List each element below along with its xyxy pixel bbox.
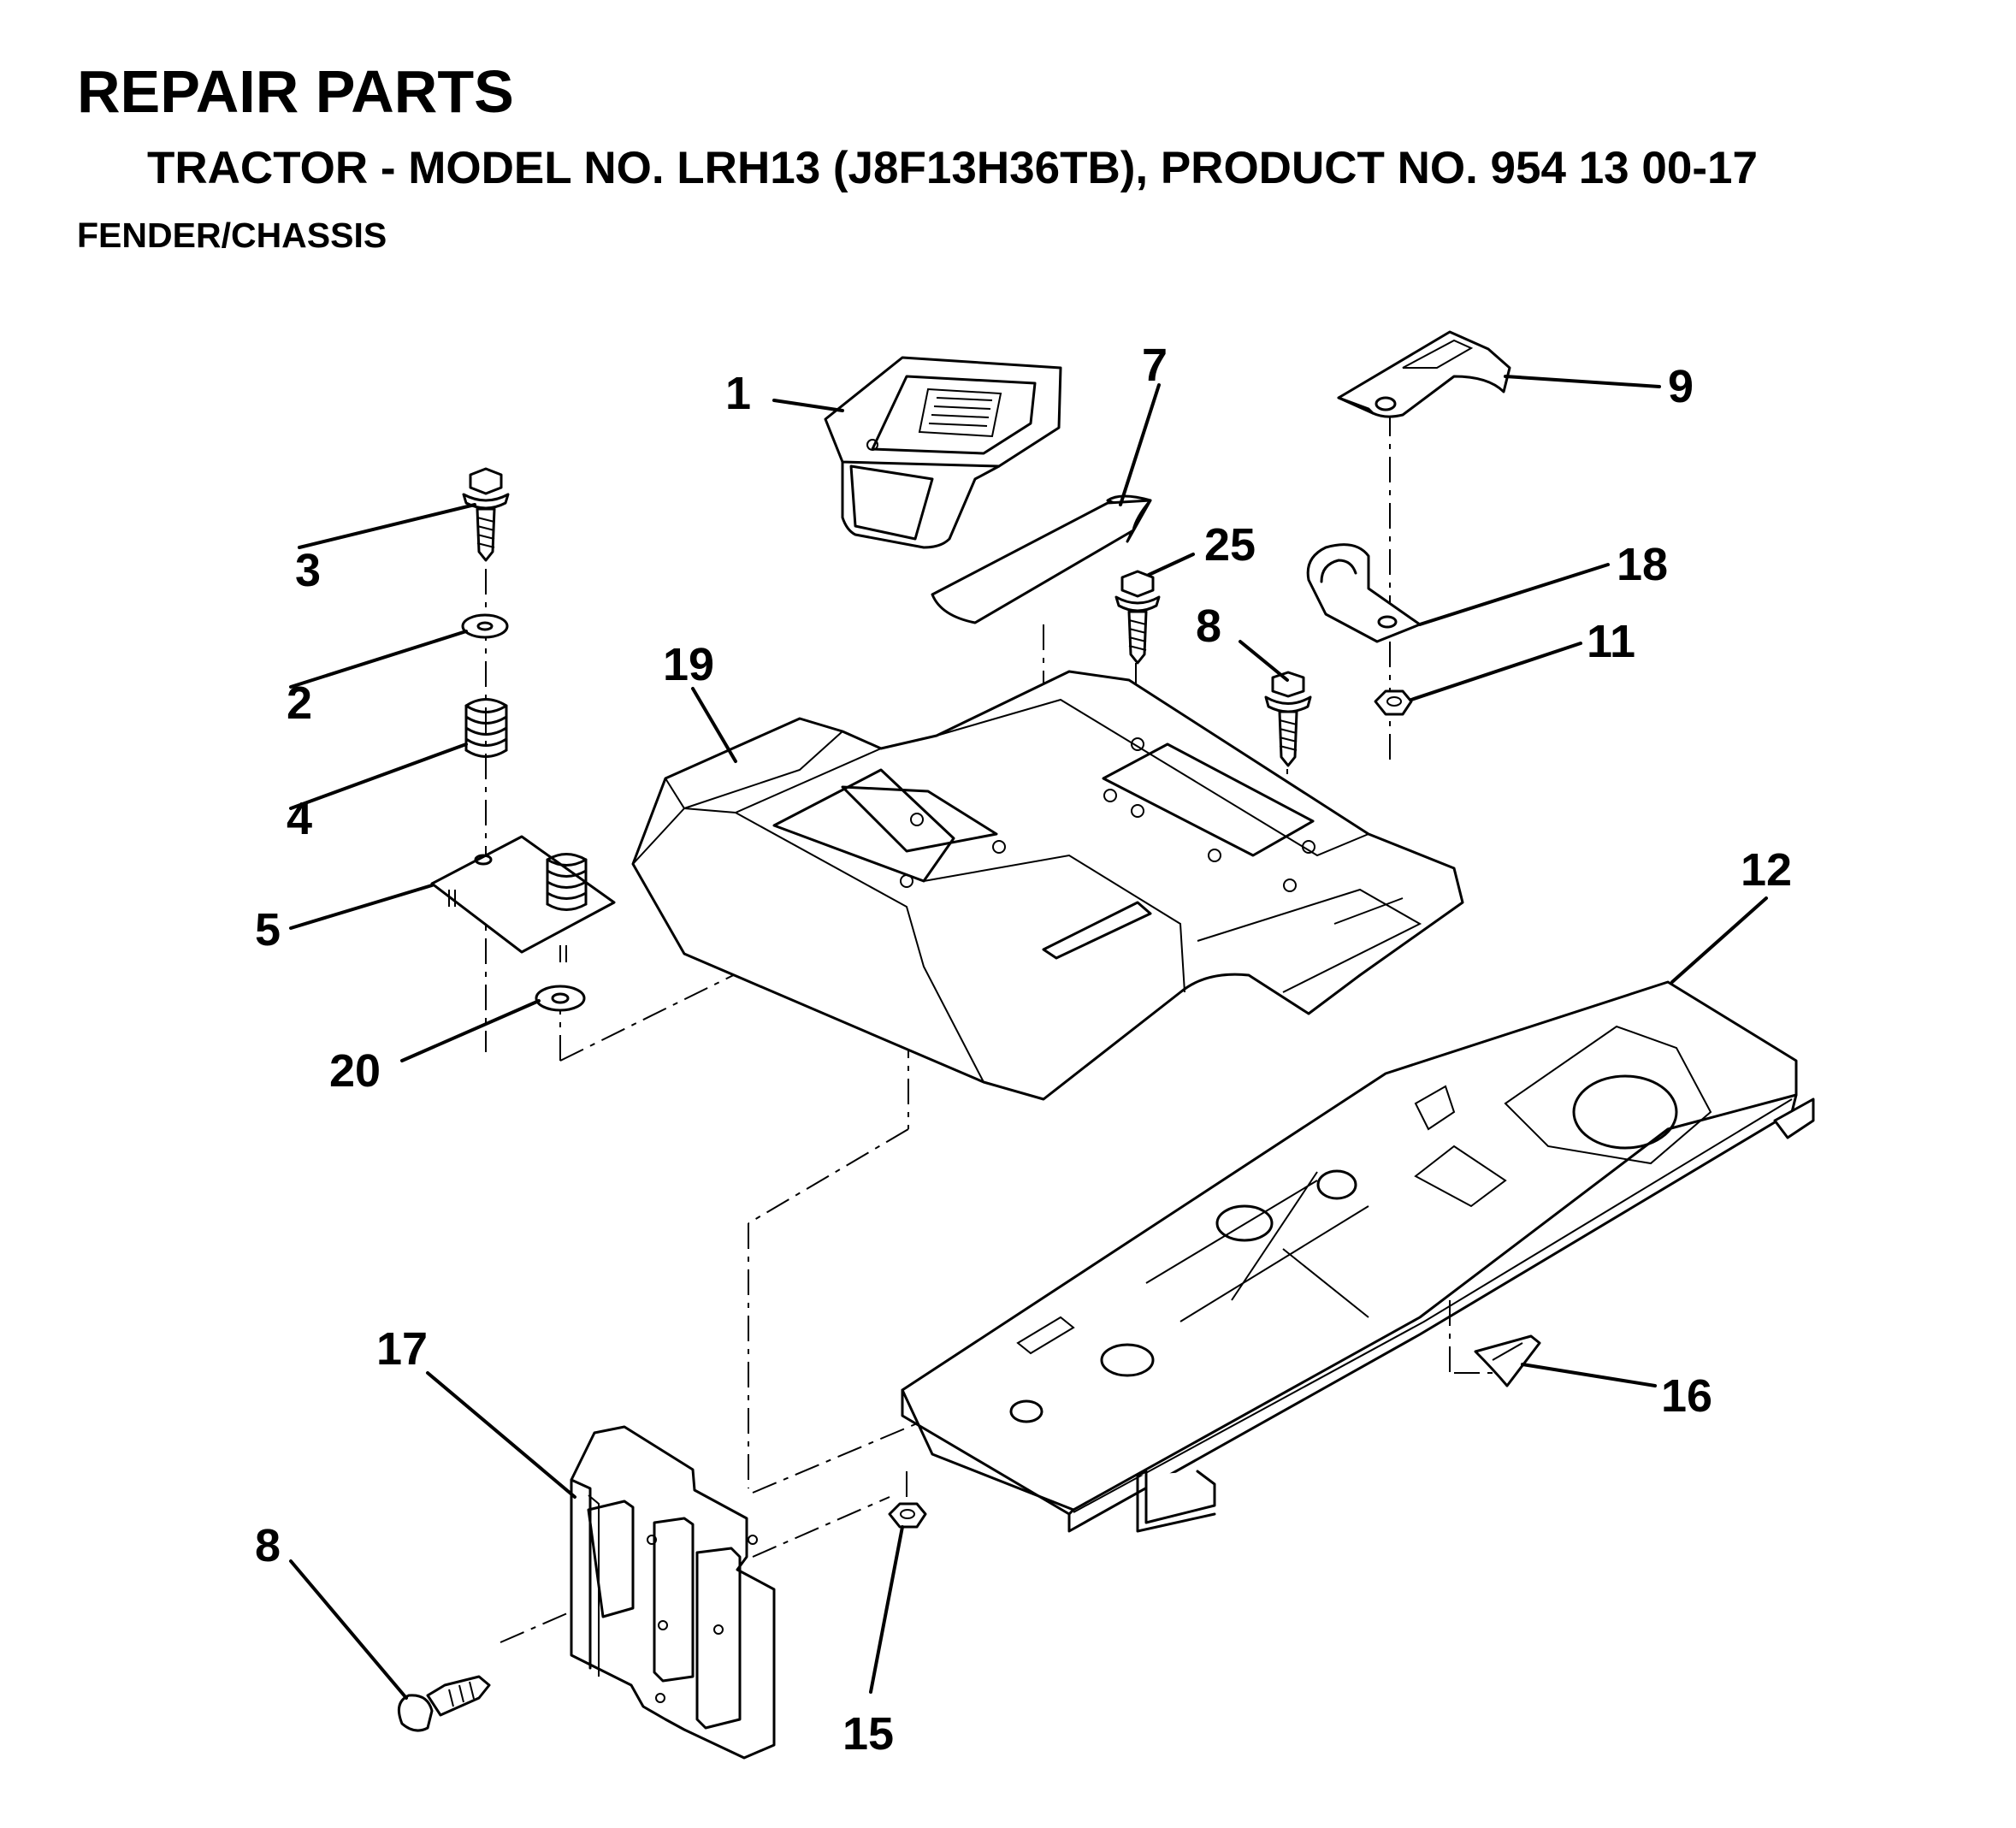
callout-25: 25 bbox=[1204, 519, 1256, 571]
callout-7: 7 bbox=[1142, 340, 1168, 391]
callout-9: 9 bbox=[1668, 361, 1694, 412]
callout-4: 4 bbox=[287, 793, 312, 844]
callout-2: 2 bbox=[287, 677, 312, 729]
part-9-bracket bbox=[1337, 330, 1511, 418]
callout-numbers: 1 7 9 3 25 18 2 8 11 19 4 5 12 20 17 16 … bbox=[255, 340, 1792, 1760]
part-7-decal bbox=[931, 494, 1152, 624]
part-8-bolt-upper bbox=[1264, 671, 1312, 767]
part-2-washer bbox=[461, 613, 509, 639]
callout-17: 17 bbox=[376, 1323, 428, 1375]
part-15-nut bbox=[888, 1502, 927, 1529]
callout-11: 11 bbox=[1587, 616, 1635, 667]
page-title: REPAIR PARTS bbox=[77, 58, 514, 125]
callout-15: 15 bbox=[842, 1708, 894, 1760]
callout-1: 1 bbox=[725, 368, 751, 419]
part-8-bolt-lower bbox=[397, 1675, 491, 1732]
part-18-clip bbox=[1306, 543, 1422, 643]
section-title: FENDER/CHASSIS bbox=[77, 216, 387, 255]
part-5-spring-plate bbox=[430, 835, 616, 962]
callout-8-lower: 8 bbox=[255, 1520, 281, 1571]
callout-12: 12 bbox=[1741, 844, 1792, 896]
callout-16: 16 bbox=[1661, 1370, 1712, 1422]
part-12-chassis-frame bbox=[901, 980, 1815, 1533]
part-25-bolt bbox=[1114, 570, 1161, 665]
callout-8-upper: 8 bbox=[1196, 600, 1221, 652]
part-17-mounting-plate bbox=[570, 1425, 776, 1760]
callout-3: 3 bbox=[295, 545, 321, 596]
part-3-bolt bbox=[462, 467, 510, 562]
callout-20: 20 bbox=[329, 1045, 381, 1097]
callout-18: 18 bbox=[1617, 539, 1668, 590]
part-11-nut bbox=[1374, 689, 1413, 716]
leader-lines bbox=[289, 375, 1768, 1700]
part-20-washer bbox=[535, 985, 586, 1012]
part-16-bracket bbox=[1474, 1334, 1541, 1387]
callout-5: 5 bbox=[255, 904, 281, 955]
model-subtitle: TRACTOR - MODEL NO. LRH13 (J8F13H36TB), … bbox=[147, 143, 1758, 193]
part-1-storage-tray bbox=[824, 356, 1062, 549]
callout-19: 19 bbox=[663, 639, 714, 690]
part-19-fender bbox=[631, 670, 1464, 1101]
